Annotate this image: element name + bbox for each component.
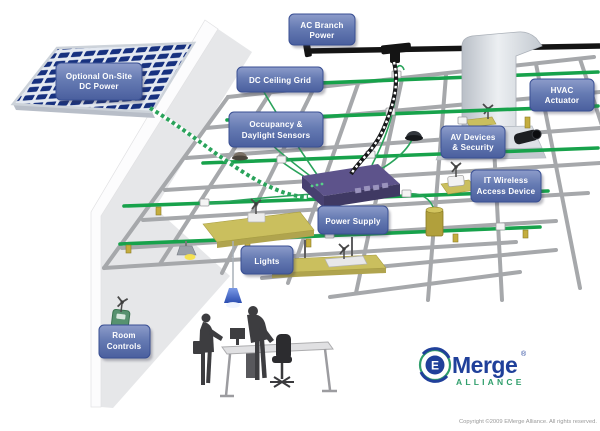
label-dc-ceiling-grid: DC Ceiling Grid [236,66,326,95]
svg-text:Lights: Lights [254,257,280,266]
pendant-lamp [224,241,242,308]
svg-text:DC Power: DC Power [79,82,118,91]
svg-text:Power: Power [309,31,334,40]
label-hvac-actuator: HVAC Actuator [529,78,597,114]
logo-registered: ® [521,350,527,358]
person-silhouette-woman [193,313,223,385]
logo-alliance: ALLIANCE [456,377,525,387]
power-supply-device [302,164,400,208]
wireless-antenna-icon [450,161,462,178]
emerge-logo: E Merge ® ALLIANCE [418,347,527,387]
svg-text:Room: Room [112,331,135,340]
daylight-sensor-dome [405,131,423,141]
ac-drop-cable [349,61,399,176]
av-device-cylinder [425,206,444,237]
occupancy-sensor-dome [232,152,248,161]
svg-text:& Security: & Security [452,143,494,152]
svg-text:AC Branch: AC Branch [300,21,343,30]
svg-text:HVAC: HVAC [551,86,574,95]
office-desk-scene [193,306,337,398]
logo-merge: Merge [452,352,517,378]
label-it-wireless-access-device: IT Wireless Access Device [470,169,544,205]
security-camera [513,129,542,145]
light-fixture-panel [202,198,315,248]
svg-text:Actuator: Actuator [545,96,580,105]
label-optional-dc-power: Optional On-Site DC Power [55,62,145,103]
spotlight-fixture [176,241,197,260]
svg-text:Access Device: Access Device [477,187,536,196]
label-occupancy-daylight-sensors: Occupancy & Daylight Sensors [228,111,326,150]
diagram-labels: Optional On-Site DC Power AC Branch Powe… [55,13,597,361]
svg-text:AV Devices: AV Devices [451,133,496,142]
svg-text:DC Ceiling Grid: DC Ceiling Grid [249,76,311,85]
label-av-devices-security: AV Devices & Security [440,125,508,161]
room-wall [90,19,252,408]
label-power-supply: Power Supply [317,205,391,237]
svg-text:IT Wireless: IT Wireless [484,176,529,185]
svg-text:Daylight Sensors: Daylight Sensors [242,131,311,140]
svg-text:Optional On-Site: Optional On-Site [66,72,133,81]
label-room-controls: Room Controls [98,324,153,361]
label-ac-branch-power: AC Branch Power [288,13,358,48]
office-chair [270,334,294,388]
person-silhouette-man [247,306,274,380]
label-lights: Lights [240,245,296,277]
svg-text:Occupancy &: Occupancy & [249,120,302,129]
svg-text:Power Supply: Power Supply [325,217,381,226]
copyright-text: Copyright ©2009 EMerge Alliance. All rig… [459,418,597,425]
svg-text:Controls: Controls [107,342,142,351]
logo-e: E [431,359,439,373]
